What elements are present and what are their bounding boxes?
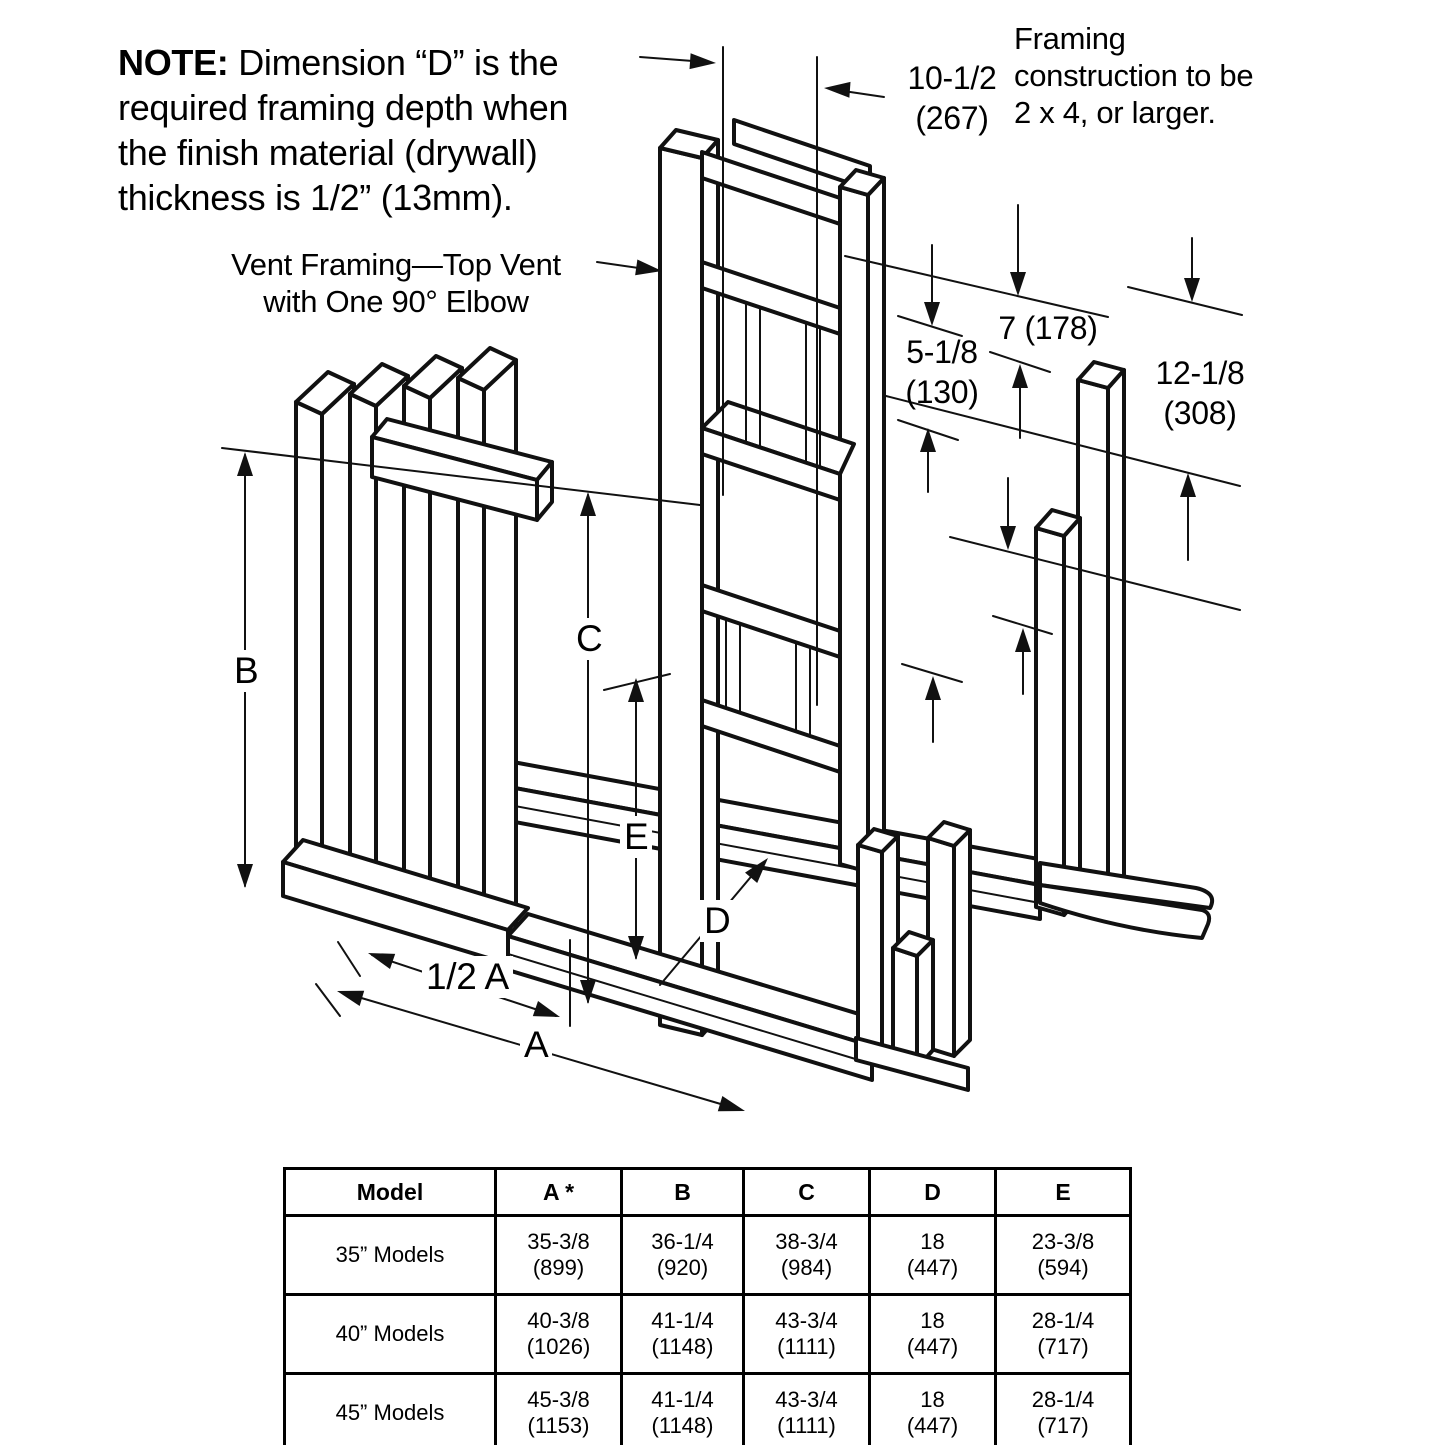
table-cell-model: 35” Models xyxy=(283,1214,497,1296)
vent-framing-label: Vent Framing—Top Vent with One 90° Elbow xyxy=(231,247,561,319)
dimension-letter-e: E xyxy=(620,816,653,858)
dimension-label-5-1-8: 5-1/8 (130) xyxy=(905,334,979,410)
dimension-label-12-1-8: 12-1/8 (308) xyxy=(1155,355,1245,431)
table-row: 45” Models 45-3/8 (1153) 41-1/4 (1148) 4… xyxy=(283,1372,1132,1445)
right-posts xyxy=(1034,360,1126,922)
left-wall-frame xyxy=(281,346,554,966)
note-text: NOTE: Dimension “D” is the required fram… xyxy=(118,42,569,218)
table-cell: 45-3/8 (1153) xyxy=(494,1372,623,1445)
table-cell: 40-3/8 (1026) xyxy=(494,1293,623,1375)
table-cell: 41-1/4 (1148) xyxy=(620,1372,745,1445)
table-header-row: Model A * B C D E xyxy=(283,1167,1132,1217)
table-row: 35” Models 35-3/8 (899) 36-1/4 (920) 38-… xyxy=(283,1214,1132,1296)
table-header: Model xyxy=(283,1167,497,1217)
dimension-letter-half-a: 1/2 A xyxy=(422,956,513,998)
table-row: 40” Models 40-3/8 (1026) 41-1/4 (1148) 4… xyxy=(283,1293,1132,1375)
dimension-table: Model A * B C D E 35” Models 35-3/8 (899… xyxy=(283,1167,1132,1445)
table-cell: 23-3/8 (594) xyxy=(994,1214,1132,1296)
table-header: A * xyxy=(494,1167,623,1217)
dimension-letter-d: D xyxy=(700,900,735,942)
table-cell: 18 (447) xyxy=(868,1293,997,1375)
table-cell-model: 40” Models xyxy=(283,1293,497,1375)
table-cell: 43-3/4 (1111) xyxy=(742,1372,871,1445)
dimension-letter-a: A xyxy=(520,1024,553,1066)
dimension-letter-c: C xyxy=(572,618,607,660)
curved-sill-plank xyxy=(1038,861,1215,940)
table-header: E xyxy=(994,1167,1132,1217)
corner-frame xyxy=(854,820,972,1092)
table-cell: 18 (447) xyxy=(868,1214,997,1296)
note-label: NOTE: xyxy=(118,42,229,83)
table-cell: 36-1/4 (920) xyxy=(620,1214,745,1296)
table-cell: 18 (447) xyxy=(868,1372,997,1445)
table-cell: 41-1/4 (1148) xyxy=(620,1293,745,1375)
table-header: D xyxy=(868,1167,997,1217)
dimension-lines xyxy=(221,46,1243,1112)
dimension-letter-b: B xyxy=(230,650,263,692)
table-cell: 28-1/4 (717) xyxy=(994,1372,1132,1445)
table-cell: 43-3/4 (1111) xyxy=(742,1293,871,1375)
table-header: C xyxy=(742,1167,871,1217)
table-cell: 38-3/4 (984) xyxy=(742,1214,871,1296)
table-header: B xyxy=(620,1167,745,1217)
dimension-label-10-1-2: 10-1/2 (267) xyxy=(907,60,997,136)
table-cell-model: 45” Models xyxy=(283,1372,497,1445)
framing-construction-note: Framing construction to be 2 x 4, or lar… xyxy=(1014,21,1254,130)
table-cell: 28-1/4 (717) xyxy=(994,1293,1132,1375)
dimension-label-7: 7 (178) xyxy=(998,310,1098,346)
table-cell: 35-3/8 (899) xyxy=(494,1214,623,1296)
vent-framing-tower xyxy=(658,118,886,1037)
